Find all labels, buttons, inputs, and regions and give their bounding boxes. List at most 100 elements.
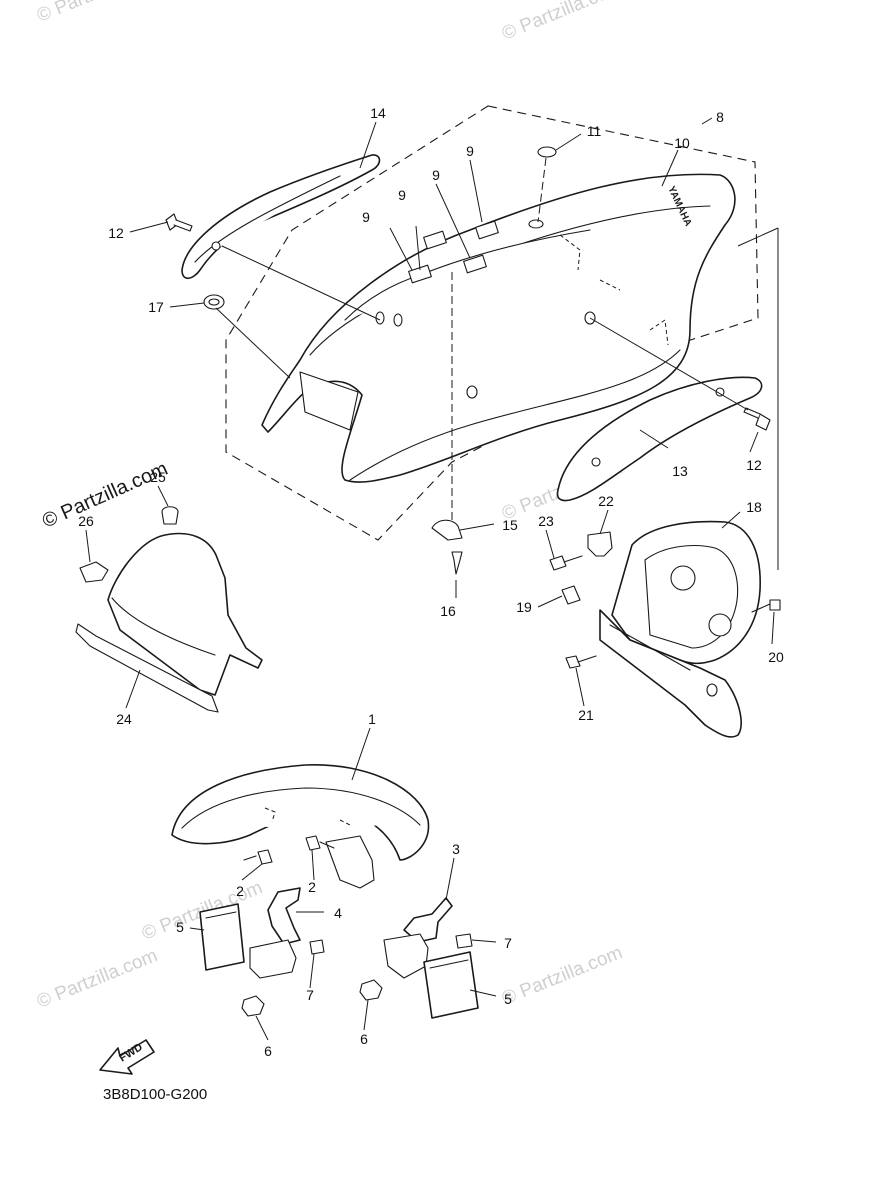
- callout-10: 10: [674, 135, 690, 151]
- bulb-socket-1: [670, 565, 696, 591]
- callout-8: 8: [716, 109, 724, 125]
- front-fender-edge: [181, 787, 421, 829]
- callout-7-right: 7: [504, 935, 512, 951]
- callout-14: 14: [370, 105, 386, 121]
- clip-26[interactable]: [79, 561, 109, 583]
- callout-9-lower: 9: [362, 209, 370, 225]
- clip-25[interactable]: [161, 506, 179, 525]
- callout-15: 15: [502, 517, 518, 533]
- rear-rail-13-body: [556, 376, 763, 502]
- leader-lines: [85, 117, 779, 1041]
- rear-rail-13-hole: [715, 387, 725, 397]
- fender-stay-4[interactable]: [267, 887, 301, 945]
- callout-6-left: 6: [264, 1043, 272, 1059]
- rear-rail-14-inner: [194, 175, 341, 263]
- callout-23: 23: [538, 513, 554, 529]
- bolt-12-right-shank: [743, 407, 761, 419]
- rear-fender-lower-curve: [349, 349, 681, 481]
- bulb-socket-2: [708, 613, 732, 637]
- inner-fender-24[interactable]: [75, 532, 263, 713]
- callout-22: 22: [598, 493, 614, 509]
- license-bracket-inner: [609, 624, 691, 671]
- watermark-top-right: © Partzilla.com: [499, 0, 626, 45]
- callout-9-top: 9: [466, 143, 474, 159]
- front-fender-1[interactable]: [171, 764, 430, 861]
- callout-9-mid: 9: [432, 167, 440, 183]
- label-9d: [475, 220, 499, 240]
- callout-12-right: 12: [746, 457, 762, 473]
- rear-fender-hole-1: [466, 385, 478, 399]
- screw-7-right[interactable]: [455, 933, 473, 949]
- callout-16: 16: [440, 603, 456, 619]
- callout-4: 4: [334, 905, 342, 921]
- watermark-bottom-right: © Partzilla.com: [499, 942, 626, 1009]
- reflector-5-right[interactable]: [423, 951, 479, 1019]
- license-bracket-hole: [706, 683, 718, 697]
- callout-19: 19: [516, 599, 532, 615]
- watermark-top-left: © Partzilla.com: [34, 0, 161, 27]
- reflector-5-left[interactable]: [199, 903, 245, 971]
- fwd-arrow: FWD: [99, 1039, 155, 1075]
- diagram-reference-code: 3B8D100-G200: [103, 1086, 208, 1103]
- callout-6-right: 6: [360, 1031, 368, 1047]
- rear-fender-hole-3: [375, 311, 385, 325]
- bolt-12-right-head: [755, 413, 771, 431]
- rear-fender-tail-notch: [299, 371, 359, 431]
- screw-23[interactable]: [549, 555, 583, 571]
- inner-fender-flange: [75, 623, 219, 713]
- grommet-17-inner: [208, 298, 220, 306]
- callout-2-left: 2: [236, 883, 244, 899]
- bolt-12-right[interactable]: [743, 407, 771, 431]
- bolt-12-left-shank: [173, 219, 193, 232]
- bolt-21[interactable]: [565, 655, 597, 669]
- rear-rail-14-body: [181, 154, 381, 280]
- rear-rail-14[interactable]: [181, 154, 381, 280]
- callout-7-left: 7: [306, 987, 314, 1003]
- bolt-12-left[interactable]: [165, 213, 193, 232]
- caution-labels-9[interactable]: [408, 220, 499, 284]
- callout-1: 1: [368, 711, 376, 727]
- callout-2-right: 2: [308, 879, 316, 895]
- grommet-17[interactable]: [203, 294, 225, 310]
- screw-7-left[interactable]: [309, 939, 325, 955]
- callout-20: 20: [768, 649, 784, 665]
- taillight-assembly-18[interactable]: [599, 520, 761, 738]
- bolt-2-right[interactable]: [305, 835, 335, 851]
- fork-bracket-left: [249, 939, 297, 979]
- front-fender-hidden-2: [339, 819, 353, 827]
- bolt-2-left[interactable]: [243, 849, 273, 865]
- bracket-22[interactable]: [587, 531, 613, 557]
- reflector-5-right-face: [429, 959, 469, 969]
- callout-18: 18: [746, 499, 762, 515]
- callout-5-left: 5: [176, 919, 184, 935]
- badge-11-seat: [528, 219, 544, 229]
- callout-17: 17: [148, 299, 164, 315]
- callout-24: 24: [116, 711, 132, 727]
- screw-16[interactable]: [451, 551, 463, 575]
- rear-fender-hole-4: [393, 313, 403, 327]
- callout-25: 25: [150, 469, 166, 485]
- callout-9-left: 9: [398, 187, 406, 203]
- nut-6-right[interactable]: [359, 979, 383, 1001]
- rear-rail-13[interactable]: [556, 376, 763, 502]
- callouts: 14 8 11 10 9 9 9 9 12 17 13 12 25 22 18 …: [78, 105, 784, 1059]
- rear-fender-hidden-3: [599, 279, 621, 291]
- bolt-20[interactable]: [751, 599, 781, 613]
- callout-13: 13: [672, 463, 688, 479]
- rear-rail-13-hole-2: [591, 457, 601, 467]
- callout-12-left: 12: [108, 225, 124, 241]
- watermarks: © Partzilla.com © Partzilla.com © Partzi…: [34, 0, 626, 1013]
- label-9b: [423, 230, 447, 250]
- fork-bracket-right: [383, 933, 429, 979]
- rear-fender-assembly-boundary: [225, 105, 759, 541]
- bracket-19[interactable]: [561, 585, 581, 605]
- clip-15[interactable]: [431, 519, 463, 541]
- fwd-arrow-shape: [99, 1039, 155, 1075]
- badge-11[interactable]: [537, 146, 557, 158]
- nut-6-left[interactable]: [241, 995, 265, 1017]
- rear-rail-14-hole: [211, 241, 221, 251]
- label-9a: [408, 264, 432, 284]
- reflector-5-left-face: [205, 911, 237, 919]
- callout-26: 26: [78, 513, 94, 529]
